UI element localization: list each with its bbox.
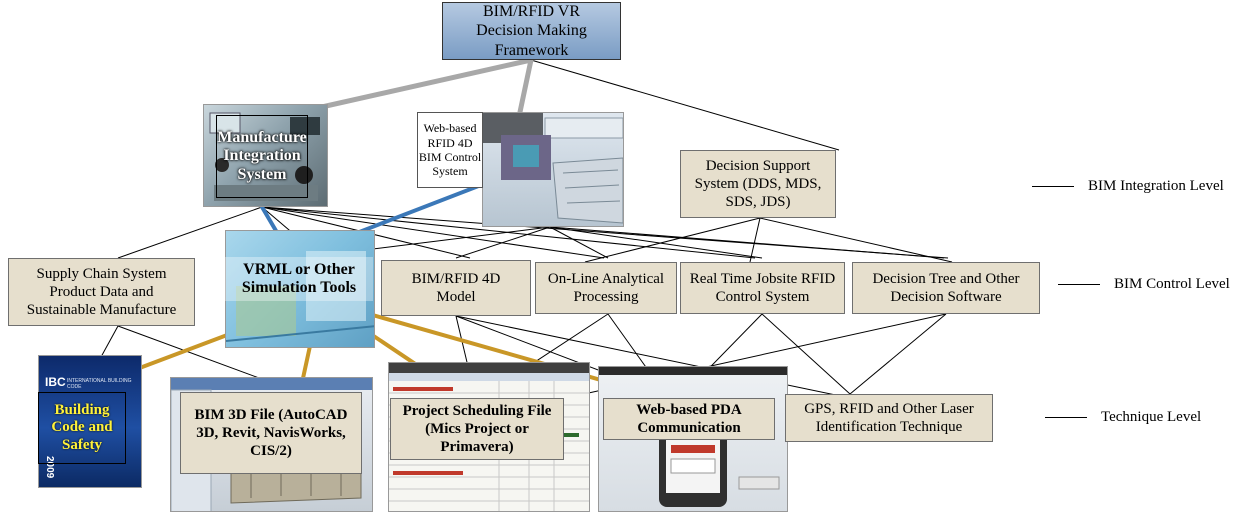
jobsite-render-illustration [483, 113, 623, 224]
simulation-render-illustration [226, 251, 374, 342]
connector-line [549, 226, 763, 259]
ibc-subtitle: INTERNATIONAL BUILDING CODE [67, 378, 132, 390]
web-rfid-label: Web-based RFID 4D BIM Control System [417, 112, 483, 188]
integration-level-label: BIM Integration Level [1032, 178, 1224, 195]
connector-line [849, 313, 947, 395]
ibc-year: 2009 [44, 456, 55, 479]
connector-line [584, 217, 761, 263]
bim-rfid-4d-model-box: BIM/RFID 4D Model [381, 260, 531, 316]
connector-line [117, 325, 271, 383]
integration-link [517, 57, 534, 115]
framework-title-box: BIM/RFID VR Decision Making Framework [442, 2, 621, 60]
manufacture-integration-label: Manufacture Integration System [216, 115, 308, 198]
ibc-logo: IBC [45, 375, 66, 389]
project-scheduling-box: Project Scheduling File (Mics Project or… [390, 398, 564, 460]
connector-line [549, 226, 945, 259]
bim-3d-file-box: BIM 3D File (AutoCAD 3D, Revit, NavisWor… [180, 392, 362, 474]
gps-rfid-box: GPS, RFID and Other Laser Identification… [785, 394, 993, 442]
connector-line [530, 59, 840, 151]
technique-level-label: Technique Level [1045, 409, 1201, 426]
control-level-label: BIM Control Level [1058, 276, 1230, 293]
realtime-rfid-box: Real Time Jobsite RFID Control System [680, 262, 845, 314]
ibc-code-book-cover: IBC INTERNATIONAL BUILDING CODE 2009 [38, 355, 142, 488]
decision-support-system-box: Decision Support System (DDS, MDS, SDS, … [680, 150, 836, 218]
connector-line [117, 206, 263, 259]
olap-box: On-Line Analytical Processing [535, 262, 677, 314]
vrml-simulation-screenshot [225, 230, 375, 348]
web-rfid-screenshot [482, 112, 624, 227]
connector-line [761, 313, 851, 395]
decision-tree-box: Decision Tree and Other Decision Softwar… [852, 262, 1040, 314]
connector-line [549, 226, 609, 259]
building-code-label: Building Code and Safety [38, 392, 126, 464]
vrml-simulation-label: VRML or Other Simulation Tools [225, 257, 373, 301]
connector-line [749, 217, 761, 263]
connector-line [455, 226, 551, 259]
pda-communication-box: Web-based PDA Communication [603, 398, 775, 440]
connector-line [261, 206, 605, 259]
pda-device-illustration [599, 367, 787, 507]
connector-line [759, 217, 953, 263]
supply-chain-box: Supply Chain System Product Data and Sus… [8, 258, 195, 326]
